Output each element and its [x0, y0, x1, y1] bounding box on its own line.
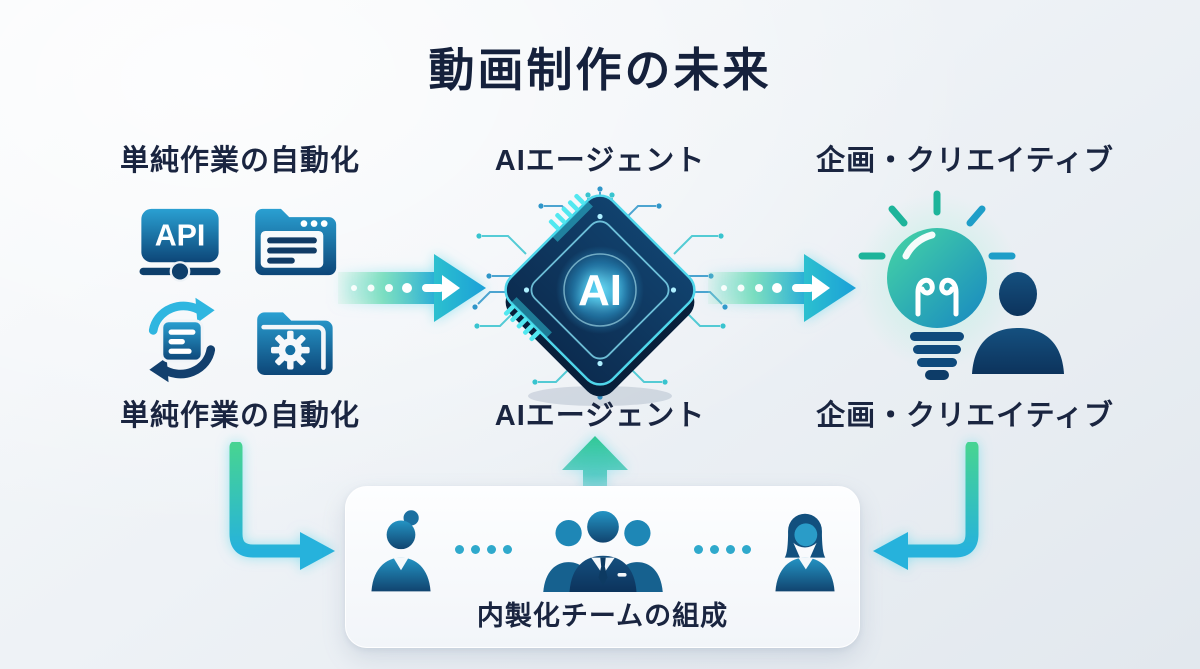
- flow-arrow-right: [708, 254, 856, 322]
- team-icons-row: [363, 488, 843, 592]
- label-ai-agent-top: AIエージェント: [494, 145, 706, 177]
- up-arrow: [562, 436, 628, 514]
- label-automation-top: 単純作業の自動化: [119, 145, 360, 177]
- folder-gear-icon: [257, 312, 333, 375]
- api-icon: API: [139, 208, 221, 282]
- in-house-team-panel: 内製化チームの組成: [345, 486, 860, 648]
- label-automation-bottom: 単純作業の自動化: [119, 400, 360, 432]
- label-creative-top: 企画・クリエイティブ: [816, 145, 1114, 177]
- panel-label: 内製化チームの組成: [476, 601, 729, 631]
- businesswoman-icon-2: [774, 513, 835, 592]
- document-window-icon: [255, 208, 337, 276]
- businesswoman-icon: [370, 510, 431, 592]
- label-creative-bottom: 企画・クリエイティブ: [816, 400, 1114, 432]
- label-ai-agent-bottom: AIエージェント: [494, 400, 706, 432]
- lightbulb-icon: [855, 190, 1019, 380]
- svg-text:API: API: [155, 220, 206, 253]
- corner-arrow-left: [229, 442, 335, 570]
- sync-document-icon: [148, 297, 216, 383]
- ai-chip-icon: AI: [472, 186, 728, 406]
- connector-dots-left: [454, 545, 512, 554]
- svg-text:AI: AI: [578, 266, 622, 315]
- team-group-icon: [542, 510, 663, 592]
- corner-arrow-right: [873, 442, 979, 570]
- person-icon: [972, 272, 1064, 374]
- connector-dots-right: [693, 545, 751, 554]
- page-title: 動画制作の未来: [428, 44, 772, 96]
- flow-arrow-left: [338, 254, 486, 322]
